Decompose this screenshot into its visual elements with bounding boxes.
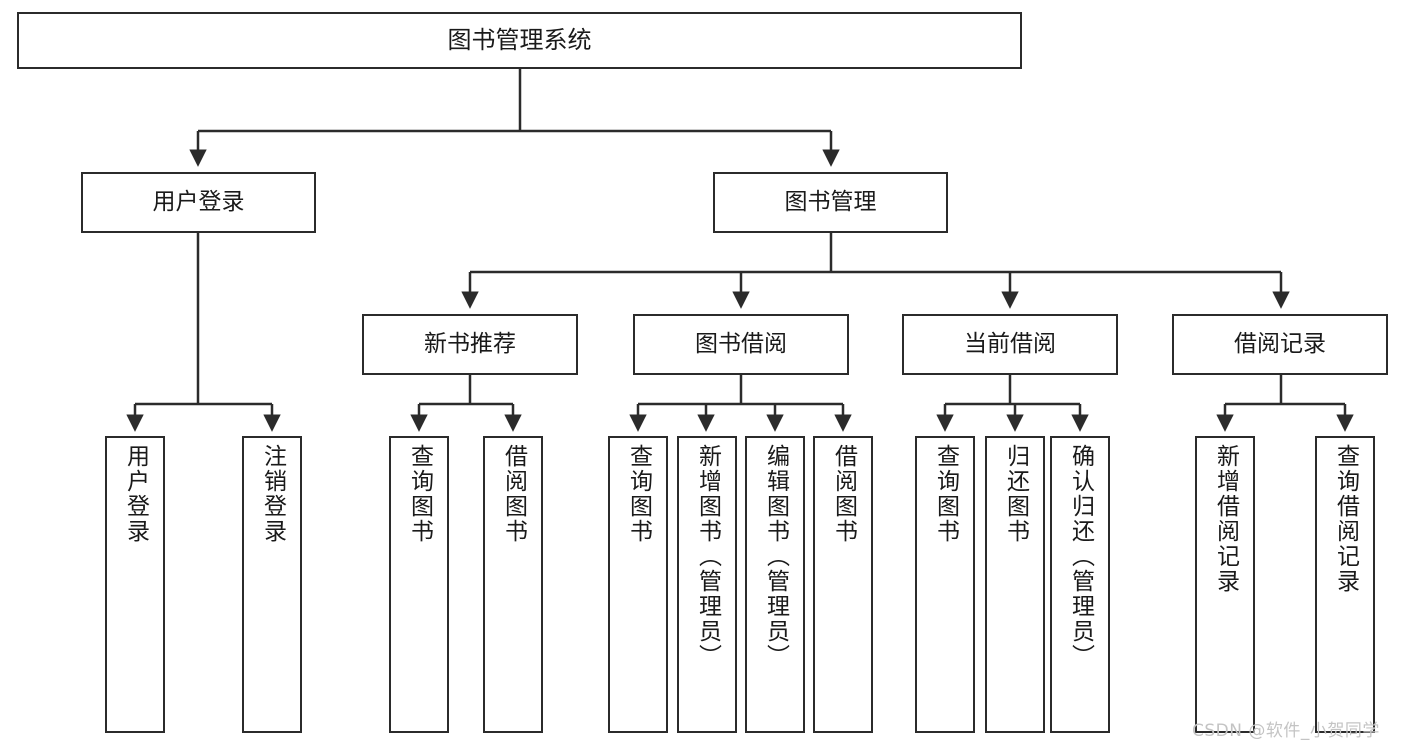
node-label: 借阅图书 (830, 444, 857, 544)
leaf-borrow-query-book[interactable]: 查询图书 (608, 436, 668, 733)
node-label: 新增借阅记录 (1212, 444, 1239, 594)
leaf-recommend-query-book[interactable]: 查询图书 (389, 436, 449, 733)
node-label: 查询图书 (932, 444, 959, 544)
node-current-borrow[interactable]: 当前借阅 (902, 314, 1118, 375)
node-user-login[interactable]: 用户登录 (81, 172, 316, 233)
node-label: 用户登录 (122, 444, 149, 544)
node-label: 用户登录 (152, 188, 245, 215)
node-book-borrow[interactable]: 图书借阅 (633, 314, 849, 375)
leaf-record-query-record[interactable]: 查询借阅记录 (1315, 436, 1375, 733)
node-book-management[interactable]: 图书管理 (713, 172, 948, 233)
node-label: 确认归还（管理员） (1067, 444, 1094, 669)
node-label: 图书借阅 (695, 330, 787, 357)
leaf-recommend-borrow-book[interactable]: 借阅图书 (483, 436, 543, 733)
csdn-watermark: CSDN @软件_小贺同学 (1192, 721, 1380, 741)
node-label: 查询图书 (625, 444, 652, 544)
node-label: 查询借阅记录 (1332, 444, 1359, 594)
node-label: 归还图书 (1002, 444, 1029, 544)
node-label: 图书管理系统 (447, 26, 592, 55)
leaf-borrow-borrow-book[interactable]: 借阅图书 (813, 436, 873, 733)
leaf-user-login-signout[interactable]: 注销登录 (242, 436, 302, 733)
node-new-book-recommend[interactable]: 新书推荐 (362, 314, 578, 375)
node-label: 当前借阅 (964, 330, 1056, 357)
node-label: 新书推荐 (424, 330, 516, 357)
node-label: 查询图书 (406, 444, 433, 544)
node-label: 新增图书（管理员） (694, 444, 721, 669)
node-root-system[interactable]: 图书管理系统 (17, 12, 1022, 69)
leaf-current-confirm-return-admin[interactable]: 确认归还（管理员） (1050, 436, 1110, 733)
leaf-user-login-signin[interactable]: 用户登录 (105, 436, 165, 733)
node-label: 图书管理 (784, 188, 877, 215)
leaf-current-return-book[interactable]: 归还图书 (985, 436, 1045, 733)
leaf-current-query-book[interactable]: 查询图书 (915, 436, 975, 733)
node-label: 借阅记录 (1234, 330, 1326, 357)
node-label: 编辑图书（管理员） (762, 444, 789, 669)
leaf-borrow-add-book-admin[interactable]: 新增图书（管理员） (677, 436, 737, 733)
leaf-borrow-edit-book-admin[interactable]: 编辑图书（管理员） (745, 436, 805, 733)
leaf-record-add-record[interactable]: 新增借阅记录 (1195, 436, 1255, 733)
node-label: 借阅图书 (500, 444, 527, 544)
node-borrow-record[interactable]: 借阅记录 (1172, 314, 1388, 375)
node-label: 注销登录 (259, 444, 286, 544)
